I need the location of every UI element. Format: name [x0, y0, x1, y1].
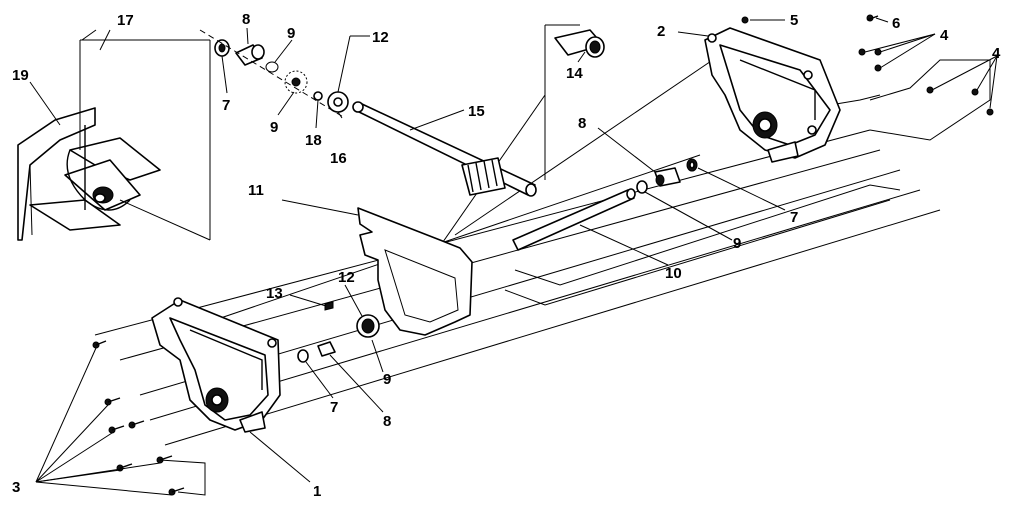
callout-7-top: 7 — [222, 97, 230, 114]
callout-7-right: 7 — [790, 209, 798, 226]
part-14-bushing — [544, 24, 605, 180]
callout-4-right: 4 — [992, 45, 1001, 62]
callout-18: 18 — [305, 132, 322, 149]
callout-9-lower: 9 — [270, 119, 278, 136]
callout-15: 15 — [468, 103, 485, 120]
callout-2: 2 — [657, 23, 665, 40]
callout-5: 5 — [790, 12, 798, 29]
callout-8-top: 8 — [242, 11, 250, 28]
right-small-parts — [636, 158, 698, 194]
part-10-shaft — [512, 188, 636, 251]
callout-9-lower-mid: 9 — [383, 371, 391, 388]
leader-lines — [29, 17, 998, 496]
part-2-right-housing — [704, 27, 841, 163]
callout-9-right: 9 — [733, 235, 741, 252]
part-1-left-housing — [151, 297, 281, 433]
callout-10: 10 — [665, 265, 682, 282]
callout-3: 3 — [12, 479, 20, 496]
callout-6: 6 — [892, 15, 900, 32]
top-small-parts — [199, 29, 349, 119]
callout-12-lower: 12 — [338, 269, 355, 286]
part-3-screws — [92, 340, 206, 496]
part-11-gasket — [357, 207, 473, 336]
callout-8-lower: 8 — [383, 413, 391, 430]
callout-13: 13 — [266, 285, 283, 302]
callout-9-top: 9 — [287, 25, 295, 42]
callout-11: 11 — [248, 182, 264, 199]
callout-7-lower: 7 — [330, 399, 338, 416]
callout-4-upper: 4 — [940, 27, 949, 44]
hardware-5-6-4 — [741, 14, 994, 116]
callout-12-top: 12 — [372, 29, 389, 46]
part-15-worm-shaft — [352, 101, 537, 197]
part-19-bracket — [17, 39, 211, 241]
callout-19: 19 — [12, 67, 29, 84]
callout-1: 1 — [313, 483, 321, 500]
callout-17: 17 — [117, 12, 134, 29]
callout-14: 14 — [566, 65, 583, 82]
callout-8-right: 8 — [578, 115, 586, 132]
callout-labels: 17 19 8 9 7 9 18 16 12 15 14 2 5 6 4 4 8… — [12, 11, 1001, 500]
callout-16: 16 — [330, 150, 347, 167]
bottom-small-parts — [297, 301, 380, 363]
